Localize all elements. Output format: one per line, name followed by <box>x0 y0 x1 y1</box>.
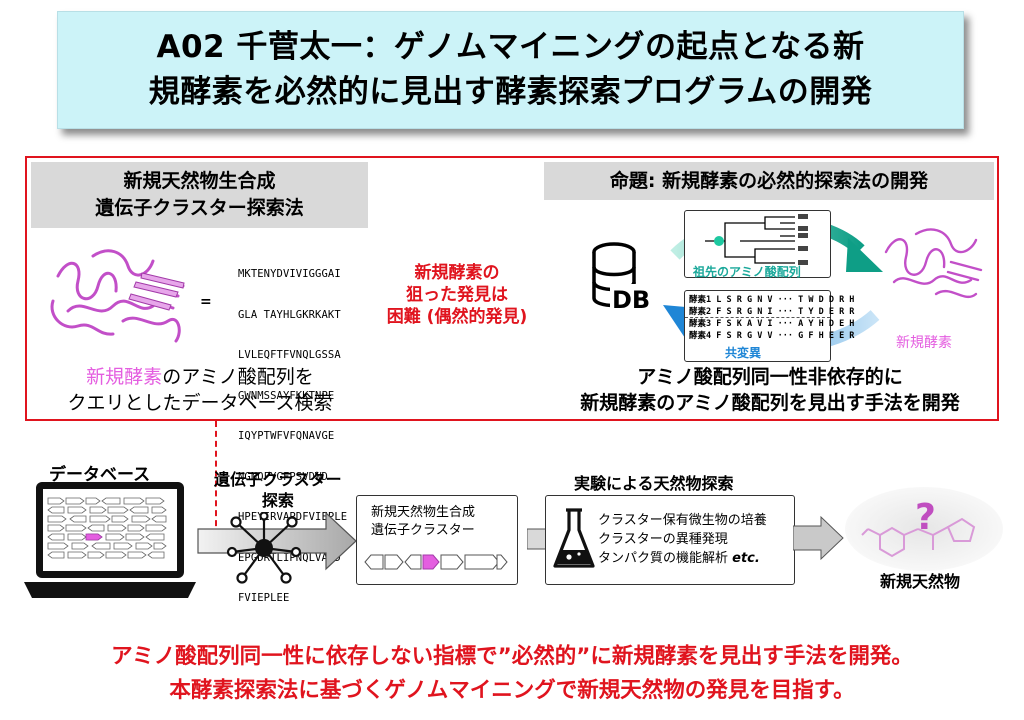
experiment-box: クラスター保有微生物の培養 クラスターの異種発現 タンパク質の機能解析 etc. <box>545 495 795 585</box>
flask-icon <box>553 508 595 568</box>
title-line-2: 規酵素を必然的に見出す酵素探索プログラムの開発 <box>148 74 873 110</box>
search-label-line-1: 遺伝子クラスター <box>214 470 342 489</box>
cluster-line-1: 新規天然物生合成 <box>371 505 476 520</box>
caption-line-2: クエリとしたデータベース検索 <box>67 392 333 414</box>
difficulty-note-line-2: 狙った発見は <box>406 285 508 305</box>
summary-line-2: 本酵素探索法に基づくゲノムマイニングで新規天然物の発見を目指す。 <box>169 678 855 703</box>
database-icon <box>592 242 654 312</box>
caption-new-enzyme: 新規酵素 <box>86 366 163 388</box>
alignment-row: 酵素4 F S R G V V ··· G F H E E R <box>689 330 854 342</box>
alignment-row: 酵素1 L S R G N V ··· T W D D R H <box>689 294 854 306</box>
experiment-items: クラスター保有微生物の培養 クラスターの異種発現 タンパク質の機能解析 etc. <box>598 511 767 568</box>
experiment-item: クラスター保有微生物の培養 <box>598 513 767 528</box>
difficulty-note-line-3: 困難 (偶然的発見) <box>386 307 528 327</box>
enzyme-name: 酵素4 <box>689 331 712 341</box>
title-line-1: A02 千菅太一：ゲノムマイニングの起点となる新 <box>156 29 865 65</box>
sequence-line: LVLEQFTFVNQLGSSA <box>238 349 341 361</box>
right-panel-caption: アミノ酸配列同一性非依存的に 新規酵素のアミノ酸配列を見出す手法を開発 <box>545 364 995 416</box>
search-arrow <box>197 511 357 571</box>
difficulty-note-line-1: 新規酵素の <box>414 263 500 283</box>
summary-line-1: アミノ酸配列同一性に依存しない指標で”必然的”に新規酵素を見出す手法を開発。 <box>111 644 913 669</box>
alignment-divider <box>685 317 830 318</box>
database-label: データベース <box>49 465 151 485</box>
enzyme-seq: F S K A V I ··· A Y H D E H <box>716 319 855 329</box>
comparison-frame <box>25 156 999 421</box>
enzyme-seq: L S R G N V ··· T W D D R H <box>716 295 855 305</box>
covariation-label: 共変異 <box>725 346 762 360</box>
phylogenetic-tree-icon <box>705 214 808 265</box>
alignment-row: 酵素2 F S R G N I ··· T Y D E R R <box>689 306 854 318</box>
left-panel-header: 新規天然物生合成 遺伝子クラスター探索法 <box>31 162 368 228</box>
arrow-to-product <box>793 515 844 561</box>
gene-cluster-box: 新規天然物生合成 遺伝子クラスター <box>356 495 518 585</box>
question-mark-icon: ? <box>915 497 936 538</box>
new-enzyme-structure-icon <box>884 228 983 299</box>
enzyme-name: 酵素2 <box>689 307 712 317</box>
ancestor-label: 祖先のアミノ酸配列 <box>693 265 801 279</box>
enzyme-seq: F S R G N I ··· T Y D E R R <box>716 307 855 317</box>
product-label: 新規天然物 <box>880 572 961 591</box>
alignment-rows: 酵素1 L S R G N V ··· T W D D R H 酵素2 F S … <box>689 294 854 342</box>
alignment-row: 酵素3 F S K A V I ··· A Y H D E H <box>689 318 854 330</box>
experiment-title: 実験による天然物探索 <box>574 474 734 493</box>
sequence-line: GLA TAYHLGKRKAKT <box>238 308 341 321</box>
experiment-item: タンパク質の機能解析 etc. <box>598 549 767 568</box>
gene-cluster-search-label: 遺伝子クラスター 探索 <box>214 469 342 511</box>
dashed-connector <box>215 421 217 536</box>
difficulty-note: 新規酵素の 狙った発見は 困難 (偶然的発見) <box>372 262 542 328</box>
molecule-icon <box>861 517 976 558</box>
enzyme-name: 酵素3 <box>689 319 712 329</box>
product-glow <box>845 487 1003 571</box>
enzyme-seq: F S R G V V ··· G F H E E R <box>716 331 855 341</box>
phylogeny-box: 祖先のアミノ酸配列 <box>684 210 831 279</box>
gene-cluster-text: 新規天然物生合成 遺伝子クラスター <box>371 504 475 540</box>
right-caption-line-1: アミノ酸配列同一性非依存的に <box>637 366 903 388</box>
sequence-line: MKTENYDVIVIGGGAI <box>238 268 341 280</box>
left-panel-caption: 新規酵素のアミノ酸配列を クエリとしたデータベース検索 <box>40 364 360 416</box>
left-header-line-2: 遺伝子クラスター探索法 <box>95 197 304 219</box>
alignment-box: 酵素1 L S R G N V ··· T W D D R H 酵素2 F S … <box>684 290 854 362</box>
sequence-line: NGNQFYGFPSVDWD <box>238 470 328 483</box>
gene-cluster-genes-icon <box>364 554 508 570</box>
enzyme-name: 酵素1 <box>689 295 712 305</box>
sequence-line: FVIEPLEE <box>238 592 290 604</box>
caption-rest: のアミノ酸配列を <box>162 366 314 388</box>
search-label-line-2: 探索 <box>261 491 294 510</box>
sequence-line: GWNMSSAYFKKTNPE <box>238 389 335 402</box>
equals-sign: = <box>200 294 212 310</box>
cluster-line-2: 遺伝子クラスター <box>371 523 475 538</box>
laptop-icon <box>24 482 196 598</box>
db-label: DB <box>612 286 651 314</box>
right-caption-line-2: 新規酵素のアミノ酸配列を見出す手法を開発 <box>580 392 960 414</box>
experiment-item-etc: etc. <box>732 551 760 566</box>
experiment-item: クラスターの異種発現 <box>598 532 728 547</box>
protein-structure-icon <box>50 249 185 343</box>
experiment-item-main: タンパク質の機能解析 <box>598 551 733 566</box>
left-header-line-1: 新規天然物生合成 <box>123 170 276 192</box>
new-enzyme-label: 新規酵素 <box>896 335 952 351</box>
network-icon <box>226 512 302 584</box>
right-panel-header: 命題: 新規酵素の必然的探索法の開発 <box>544 162 994 200</box>
sequence-line: IQYPTWFVFQNAVGE <box>238 430 335 442</box>
title-banner: A02 千菅太一：ゲノムマイニングの起点となる新 規酵素を必然的に見出す酵素探索… <box>57 11 964 129</box>
